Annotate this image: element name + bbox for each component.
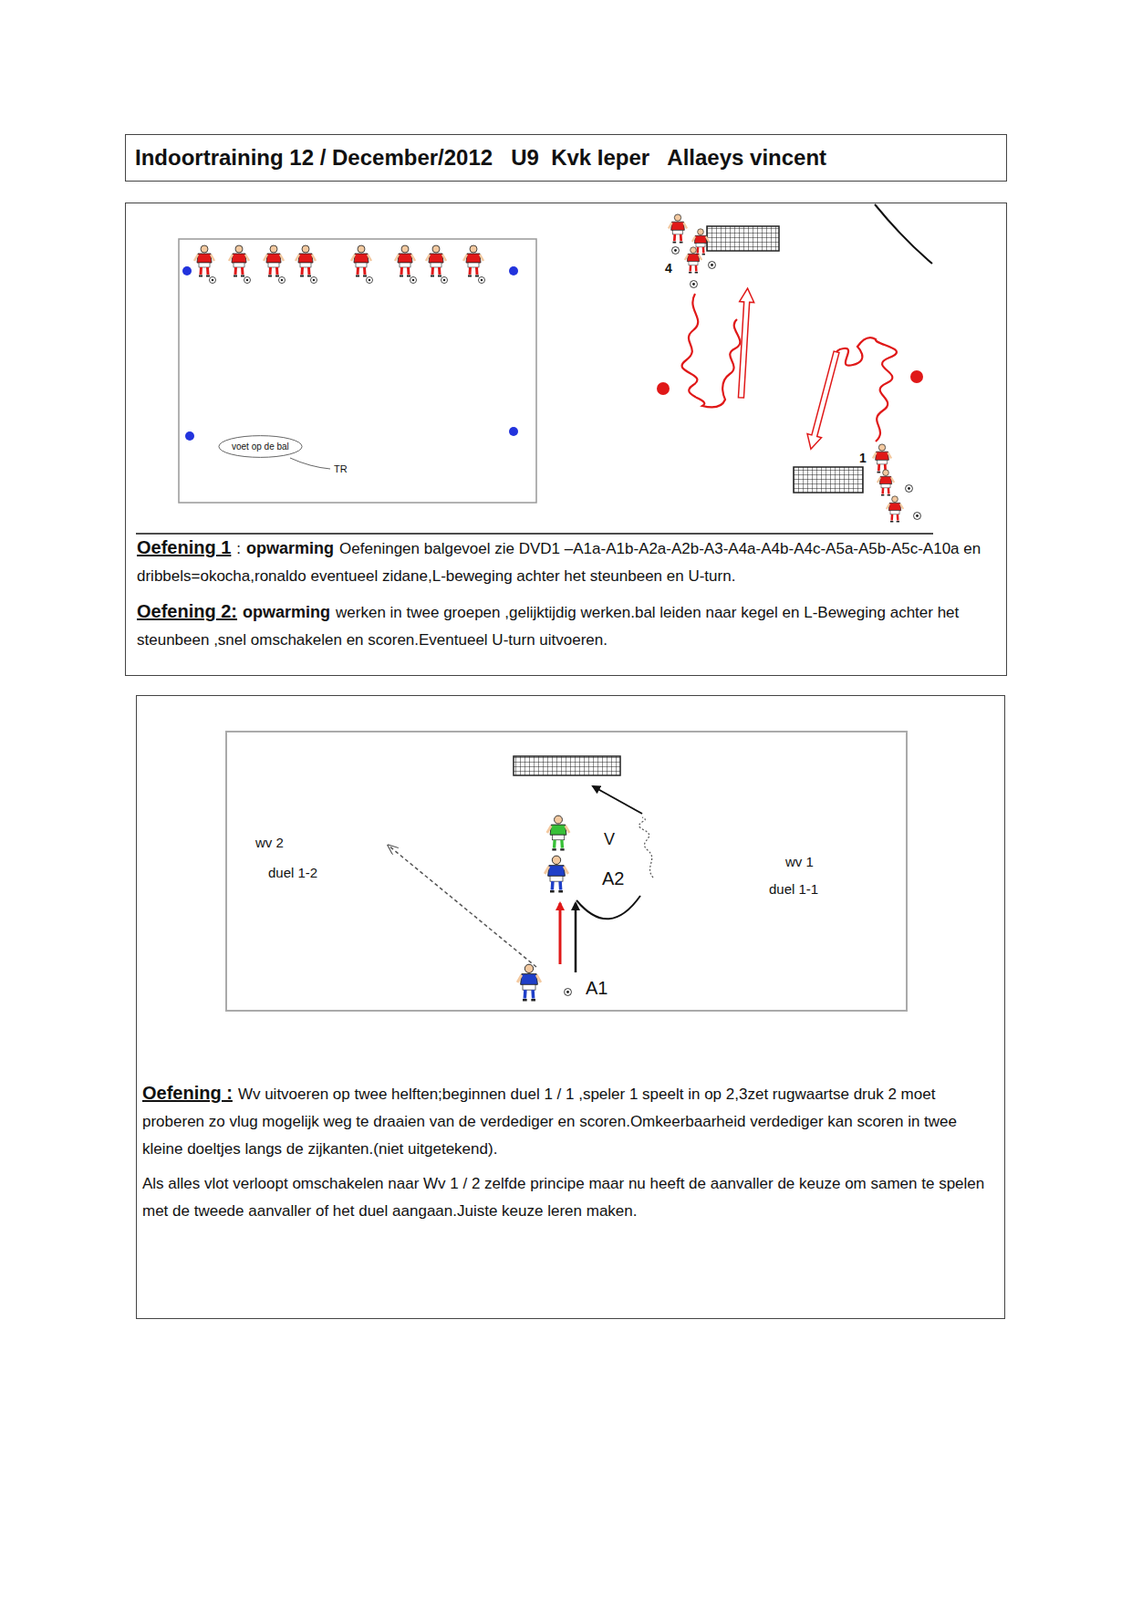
duel-field-part — [574, 903, 578, 973]
exercise-text: Oefening 1:opwarmingOefeningen balgevoel… — [136, 533, 995, 662]
zone-label: duel 1-1 — [768, 881, 819, 897]
dribble-drill-part — [910, 370, 924, 384]
dribble-drill-part — [672, 247, 680, 255]
warmup-field-part-part — [351, 245, 372, 277]
warmup-field-part — [508, 426, 519, 437]
bubble-text: voet op de bal — [231, 441, 290, 452]
duel-field-part — [547, 815, 570, 850]
warmup-field-part-part — [263, 245, 284, 277]
dribble-drill-part-part — [803, 350, 844, 451]
warmup-field-part-part — [463, 245, 484, 277]
warmup-field-part — [194, 245, 484, 277]
dribble-drill-part — [793, 467, 863, 493]
separator-line — [135, 532, 934, 535]
warmup-field-part — [185, 431, 195, 441]
duel-field-part — [576, 895, 641, 919]
dribble-drill-part — [682, 293, 741, 407]
paragraph: Oefening 2:opwarmingwerken in twee groep… — [136, 597, 995, 655]
duel-field-part — [559, 903, 562, 965]
dribble-drill-part — [905, 485, 914, 493]
dribble-drill-part-part — [733, 288, 755, 399]
dribble-drill-part — [708, 261, 717, 270]
warmup-field-part — [243, 276, 250, 283]
exercise-description: Wv uitvoeren op twee helften;beginnen du… — [142, 1085, 957, 1158]
warmup-field-part — [290, 457, 331, 469]
exercise-label: opwarming — [242, 602, 331, 622]
dribble-drill-part — [668, 214, 709, 273]
dribble-drill-part — [706, 226, 779, 251]
exercise-heading: Oefening : — [142, 1082, 233, 1103]
player-label: A1 — [585, 977, 608, 999]
duel-field-part — [517, 964, 541, 1000]
warmup-field-part-part — [194, 245, 215, 277]
zone-label: wv 1 — [785, 853, 814, 870]
warmup-field-part — [208, 276, 216, 283]
dribble-drill — [656, 204, 933, 522]
warmup-field-part-part — [228, 245, 250, 277]
player-label: A2 — [602, 868, 624, 890]
group-number: 4 — [664, 260, 673, 276]
warmup-field-part-part — [394, 245, 416, 277]
warmup-field-part — [310, 276, 317, 283]
exercise-description: Als alles vlot verloopt omschakelen naar… — [142, 1174, 985, 1220]
zone-label: wv 2 — [255, 834, 284, 851]
page-title: Indoortraining 12 / December/2012 U9 Kvk… — [124, 134, 1008, 182]
dribble-drill-part-part — [886, 496, 904, 522]
exercise-heading: Oefening 1 — [136, 537, 231, 558]
dribble-drill-part — [874, 204, 933, 264]
dribble-drill-part — [690, 280, 698, 289]
duel-field-part — [639, 817, 654, 878]
paragraph: Oefening 1:opwarmingOefeningen balgevoel… — [136, 533, 995, 591]
exercise-heading: Oefening 2: — [136, 601, 238, 622]
paragraph: Als alles vlot verloopt omschakelen naar… — [142, 1170, 996, 1226]
player-label: V — [603, 830, 615, 850]
dribble-drill-part-part — [685, 247, 702, 273]
exercise-box: Oefening :Wv uitvoeren op twee helften;b… — [135, 695, 1006, 1319]
group-number: 1 — [859, 450, 867, 466]
exercise-label: opwarming — [246, 539, 334, 558]
warmup-field-part — [508, 266, 519, 276]
warmup-field-part — [365, 276, 373, 283]
warmup-field — [178, 238, 537, 503]
warmup-field-part — [409, 276, 416, 283]
bubble-ellipse — [218, 436, 302, 458]
duel-field-part — [544, 855, 569, 892]
paragraph: Oefening :Wv uitvoeren op twee helften;b… — [142, 1079, 996, 1164]
warmup-field-part — [178, 238, 537, 503]
exercise-box: Oefening 1:opwarmingOefeningen balgevoel… — [124, 202, 1008, 676]
warmup-field-part-part — [295, 245, 316, 277]
dribble-drill-part — [833, 337, 897, 442]
warmup-field-part-part — [425, 245, 447, 277]
duel-field — [226, 731, 907, 1011]
trainer-label: TR — [333, 463, 348, 475]
duel-field-part — [592, 786, 643, 814]
dribble-drill-part-part — [668, 214, 687, 243]
dribble-drill-part — [872, 444, 904, 522]
warmup-field-part — [182, 266, 192, 276]
zone-label: duel 1-2 — [268, 864, 318, 881]
punctuation: : — [236, 540, 241, 558]
duel-field-part — [226, 731, 907, 1011]
duel-field-part — [513, 756, 621, 776]
dribble-drill-part — [913, 512, 922, 520]
warmup-field-part — [278, 276, 285, 283]
dribble-drill-part — [656, 382, 670, 395]
dribble-drill-part-part — [872, 444, 892, 473]
dribble-drill-part-part — [877, 469, 894, 496]
speech-bubble: voet op de bal — [218, 435, 303, 458]
warmup-field-part — [477, 276, 485, 283]
dribble-drill-part — [733, 288, 755, 399]
dribble-drill-part — [803, 350, 844, 451]
duel-field-part — [388, 845, 537, 967]
duel-field-part — [564, 988, 572, 997]
warmup-field-part — [440, 276, 447, 283]
exercise-text: Oefening :Wv uitvoeren op twee helften;b… — [142, 1079, 996, 1233]
